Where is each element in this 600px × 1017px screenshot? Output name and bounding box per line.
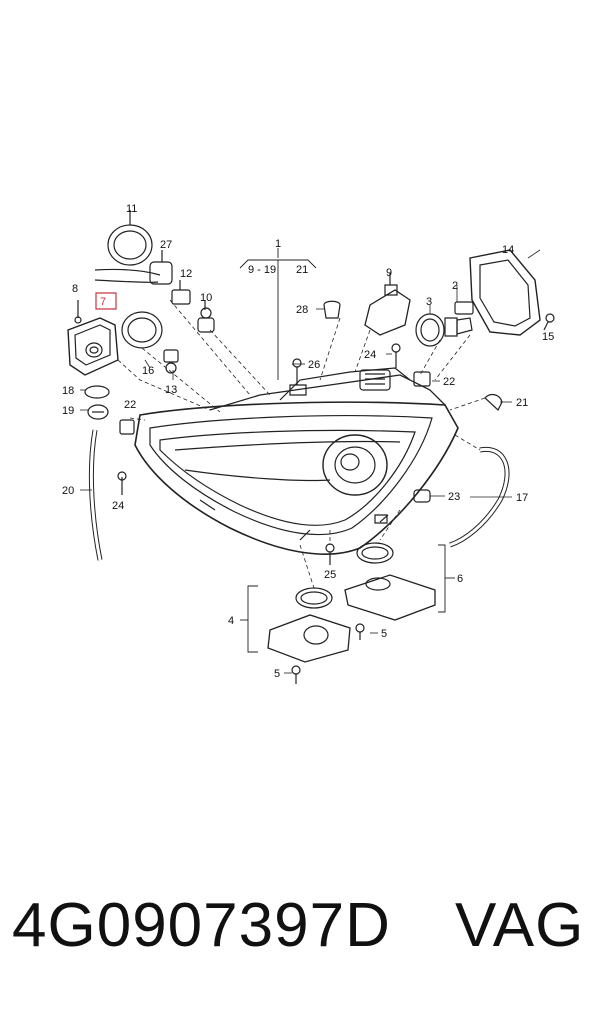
bracket-6 — [438, 545, 455, 612]
callout-25: 25 — [324, 569, 336, 581]
part-5-screw-b — [292, 666, 300, 684]
part-24-screw-left — [118, 472, 126, 495]
part-17-trim-strip — [450, 449, 507, 545]
part-22-bracket-left — [120, 420, 134, 434]
callout-22-right: 22 — [443, 376, 455, 388]
brand-name: VAG — [455, 891, 585, 960]
callout-27: 27 — [160, 239, 172, 251]
bracket-4 — [240, 586, 258, 652]
callout-range-9-19: 9 - 19 — [248, 264, 276, 276]
callout-11: 11 — [126, 203, 137, 215]
part-15-screw — [544, 314, 554, 330]
callout-2: 2 — [452, 280, 458, 292]
part-7-control-unit — [68, 318, 118, 375]
callout-21-top: 21 — [296, 264, 308, 276]
exploded-parts-diagram: 11 27 12 10 8 7 16 13 18 19 22 20 24 1 9… — [62, 203, 600, 700]
part-26-screw — [290, 359, 306, 395]
callout-20: 20 — [62, 485, 74, 497]
part-23-clip — [414, 490, 430, 502]
bracket-9-19-21 — [240, 248, 316, 380]
callout-22-left: 22 — [124, 399, 136, 411]
part-18-seal — [85, 386, 109, 398]
part-28-plug — [324, 301, 340, 318]
highlight-box-7 — [96, 293, 116, 309]
callout-24-right: 24 — [364, 349, 376, 361]
callout-8: 8 — [72, 283, 78, 295]
callout-9: 9 — [386, 267, 392, 279]
part-5-screw-a — [356, 624, 364, 640]
callout-18: 18 — [62, 385, 74, 397]
callout-26: 26 — [308, 359, 320, 371]
leader-lines — [80, 250, 540, 673]
part-10-bulb — [198, 300, 214, 332]
callout-4: 4 — [228, 615, 234, 627]
part-21-cap — [485, 395, 502, 410]
part-9-igniter — [365, 273, 410, 335]
callout-7: 7 — [100, 296, 106, 308]
callout-13: 13 — [165, 384, 177, 396]
callout-3: 3 — [426, 296, 432, 308]
callout-12: 12 — [180, 268, 192, 280]
part-11-cap — [108, 210, 152, 265]
headlamp-housing — [135, 368, 458, 554]
part-13-bulb — [164, 350, 178, 373]
callout-1: 1 — [275, 238, 281, 250]
callout-15: 15 — [542, 331, 554, 343]
part-2-xenon-bulb — [445, 302, 473, 336]
callout-6: 6 — [457, 573, 463, 585]
part-14-frame — [470, 250, 540, 335]
callout-5-right: 5 — [381, 628, 387, 640]
part-6-ballast — [345, 543, 435, 620]
callout-16: 16 — [142, 365, 154, 377]
callout-23: 23 — [448, 491, 460, 503]
part-16-cover — [122, 312, 162, 348]
part-27-wiring — [95, 250, 172, 284]
callout-14: 14 — [502, 244, 514, 256]
callout-5-bottom: 5 — [274, 668, 280, 680]
part-4-ballast — [268, 588, 350, 662]
part-12-bulb-holder — [172, 280, 190, 304]
part-20-hose — [91, 430, 100, 560]
part-24-screw-right — [392, 344, 400, 368]
callout-21-right: 21 — [516, 397, 528, 409]
part-19-grommet — [88, 405, 108, 419]
part-number: 4G0907397D — [12, 891, 391, 960]
callout-28: 28 — [296, 304, 308, 316]
part-3-ring — [416, 314, 444, 346]
callout-10: 10 — [200, 292, 212, 304]
callout-17: 17 — [516, 492, 528, 504]
callout-24-left: 24 — [112, 500, 124, 512]
callout-19: 19 — [62, 405, 74, 417]
part-8-screw — [75, 300, 81, 323]
